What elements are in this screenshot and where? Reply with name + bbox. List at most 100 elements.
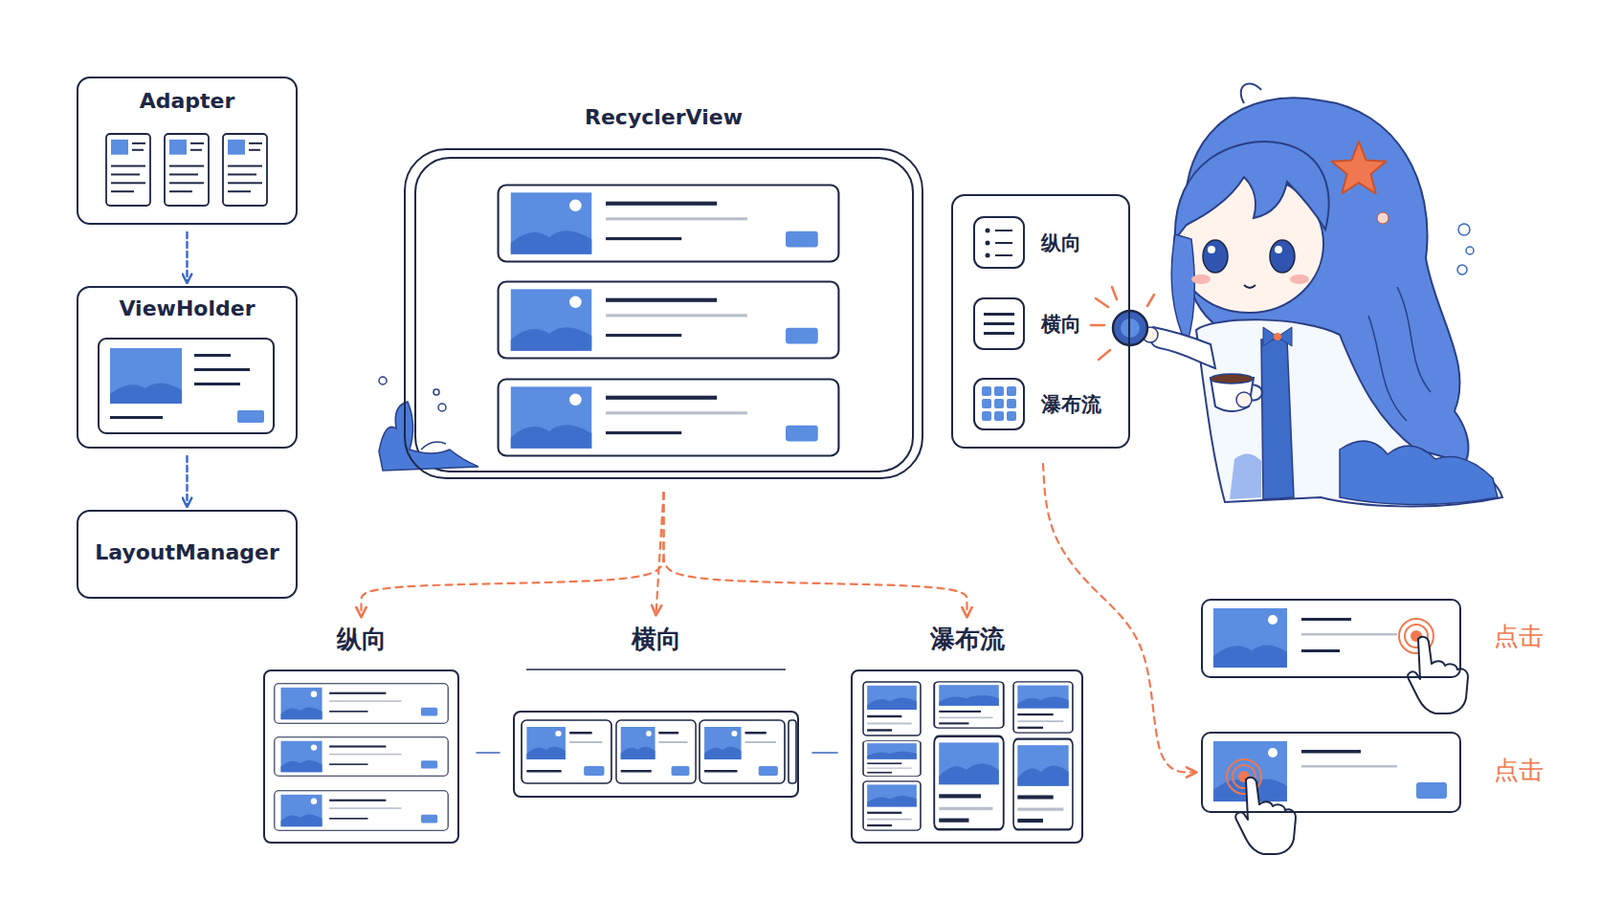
click-card-content bbox=[1235, 777, 1296, 855]
layout-icons bbox=[995, 229, 1013, 232]
click-card-content bbox=[1301, 765, 1398, 769]
node-label: 瀑布流 bbox=[850, 623, 1084, 657]
vertical-list-preview bbox=[274, 684, 448, 724]
push-button bbox=[1090, 287, 1155, 360]
mascot-girl bbox=[1175, 141, 1330, 240]
waterfall-preview bbox=[863, 781, 921, 831]
recyclerview-items bbox=[415, 157, 913, 472]
horizontal-list-preview bbox=[616, 720, 696, 784]
layout-icons bbox=[994, 386, 1004, 397]
waterfall-preview bbox=[1013, 682, 1073, 734]
click-card-content bbox=[1301, 618, 1352, 622]
layout-preview: 瀑布流 bbox=[850, 622, 1084, 845]
layout-icons bbox=[985, 228, 991, 234]
layout-icons bbox=[974, 217, 1024, 430]
horizontal-list-preview bbox=[699, 720, 785, 784]
viewholder-card bbox=[110, 348, 182, 404]
push-button bbox=[1147, 294, 1155, 307]
layout-icons bbox=[983, 312, 1015, 316]
mascot-girl bbox=[1202, 240, 1228, 273]
click-card-content bbox=[1213, 644, 1288, 668]
horizontal-list-preview bbox=[521, 720, 612, 784]
recyclerview-items bbox=[498, 379, 840, 457]
viewholder-card bbox=[194, 382, 241, 386]
node-label: 瀑布流 bbox=[1041, 392, 1128, 419]
node-label: ViewHolder bbox=[76, 295, 298, 324]
mascot-girl bbox=[1196, 319, 1503, 507]
mascot-girl bbox=[1273, 333, 1282, 341]
layout-icons bbox=[1006, 386, 1017, 397]
push-button bbox=[1111, 287, 1117, 300]
click-card: 点击 bbox=[1200, 599, 1462, 679]
flow-arrow bbox=[812, 752, 838, 755]
action-label: 点击 bbox=[1493, 755, 1571, 788]
flow-arrow bbox=[476, 752, 500, 755]
layout-icons bbox=[1006, 399, 1017, 409]
component-box: LayoutManager bbox=[76, 510, 298, 600]
flow-arrow bbox=[664, 492, 968, 617]
waterfall-preview bbox=[933, 736, 1004, 831]
layout-icons bbox=[1006, 411, 1017, 422]
vertical-list-preview bbox=[274, 791, 448, 831]
viewholder-card bbox=[194, 354, 231, 357]
water-splash bbox=[438, 403, 446, 412]
viewholder-card bbox=[110, 382, 182, 404]
mascot-girl bbox=[1377, 212, 1389, 224]
adapter-items bbox=[106, 133, 151, 206]
layout-icons bbox=[994, 411, 1004, 422]
node-label: 横向 bbox=[512, 623, 800, 657]
waterfall-preview bbox=[1013, 739, 1073, 831]
layout-preview: 横向 bbox=[512, 622, 800, 799]
layout-icons bbox=[974, 378, 1024, 430]
layout-preview: 纵向 bbox=[263, 622, 460, 845]
mascot-girl bbox=[1457, 265, 1467, 275]
water-splash bbox=[378, 401, 479, 471]
layout-icons bbox=[994, 399, 1004, 409]
click-card-content bbox=[1301, 633, 1398, 637]
adapter-items bbox=[222, 133, 267, 206]
viewholder-card bbox=[194, 368, 250, 372]
layout-icons bbox=[983, 332, 1015, 335]
mascot-girl bbox=[1263, 327, 1292, 347]
mascot-girl bbox=[1244, 285, 1256, 289]
mascot-girl bbox=[1458, 223, 1470, 236]
waterfall-preview bbox=[863, 682, 1073, 831]
node-label: 纵向 bbox=[263, 623, 460, 657]
push-button bbox=[1095, 298, 1109, 308]
flow-arrow bbox=[656, 492, 665, 615]
click-card-content bbox=[1416, 782, 1447, 800]
mascot-girl bbox=[1466, 246, 1474, 255]
click-card-content bbox=[1213, 608, 1288, 668]
viewholder-card bbox=[110, 416, 163, 420]
mascot-girl bbox=[1210, 374, 1253, 384]
waterfall-preview bbox=[933, 682, 1004, 729]
click-card-content bbox=[1267, 615, 1278, 625]
mascot-girl bbox=[1142, 83, 1503, 507]
node-label: 纵向 bbox=[1041, 230, 1128, 257]
push-button bbox=[1098, 350, 1111, 360]
water-splash bbox=[421, 442, 446, 450]
horizontal-list-preview bbox=[788, 720, 797, 784]
push-button bbox=[1112, 311, 1148, 346]
layout-icons bbox=[981, 386, 992, 397]
layout-icons bbox=[981, 399, 992, 409]
mascot-girl bbox=[1191, 274, 1211, 285]
layout-icons bbox=[981, 411, 992, 422]
click-card-content bbox=[1267, 748, 1278, 758]
click-card-content bbox=[1301, 750, 1361, 755]
water-splash bbox=[378, 377, 479, 471]
option-panel: 纵向横向瀑布流 bbox=[951, 194, 1131, 449]
mascot-girl bbox=[1332, 141, 1387, 194]
layout-icons bbox=[974, 298, 1024, 350]
push-button bbox=[1120, 318, 1140, 338]
layout-frame bbox=[263, 669, 460, 845]
click-card-content bbox=[1407, 637, 1468, 714]
node-label: 横向 bbox=[1041, 311, 1128, 338]
viewholder-card bbox=[98, 338, 274, 434]
layout-icons bbox=[974, 217, 1024, 268]
adapter-items bbox=[164, 133, 209, 206]
layout-icons bbox=[995, 254, 1013, 257]
mascot-girl bbox=[1207, 245, 1216, 254]
